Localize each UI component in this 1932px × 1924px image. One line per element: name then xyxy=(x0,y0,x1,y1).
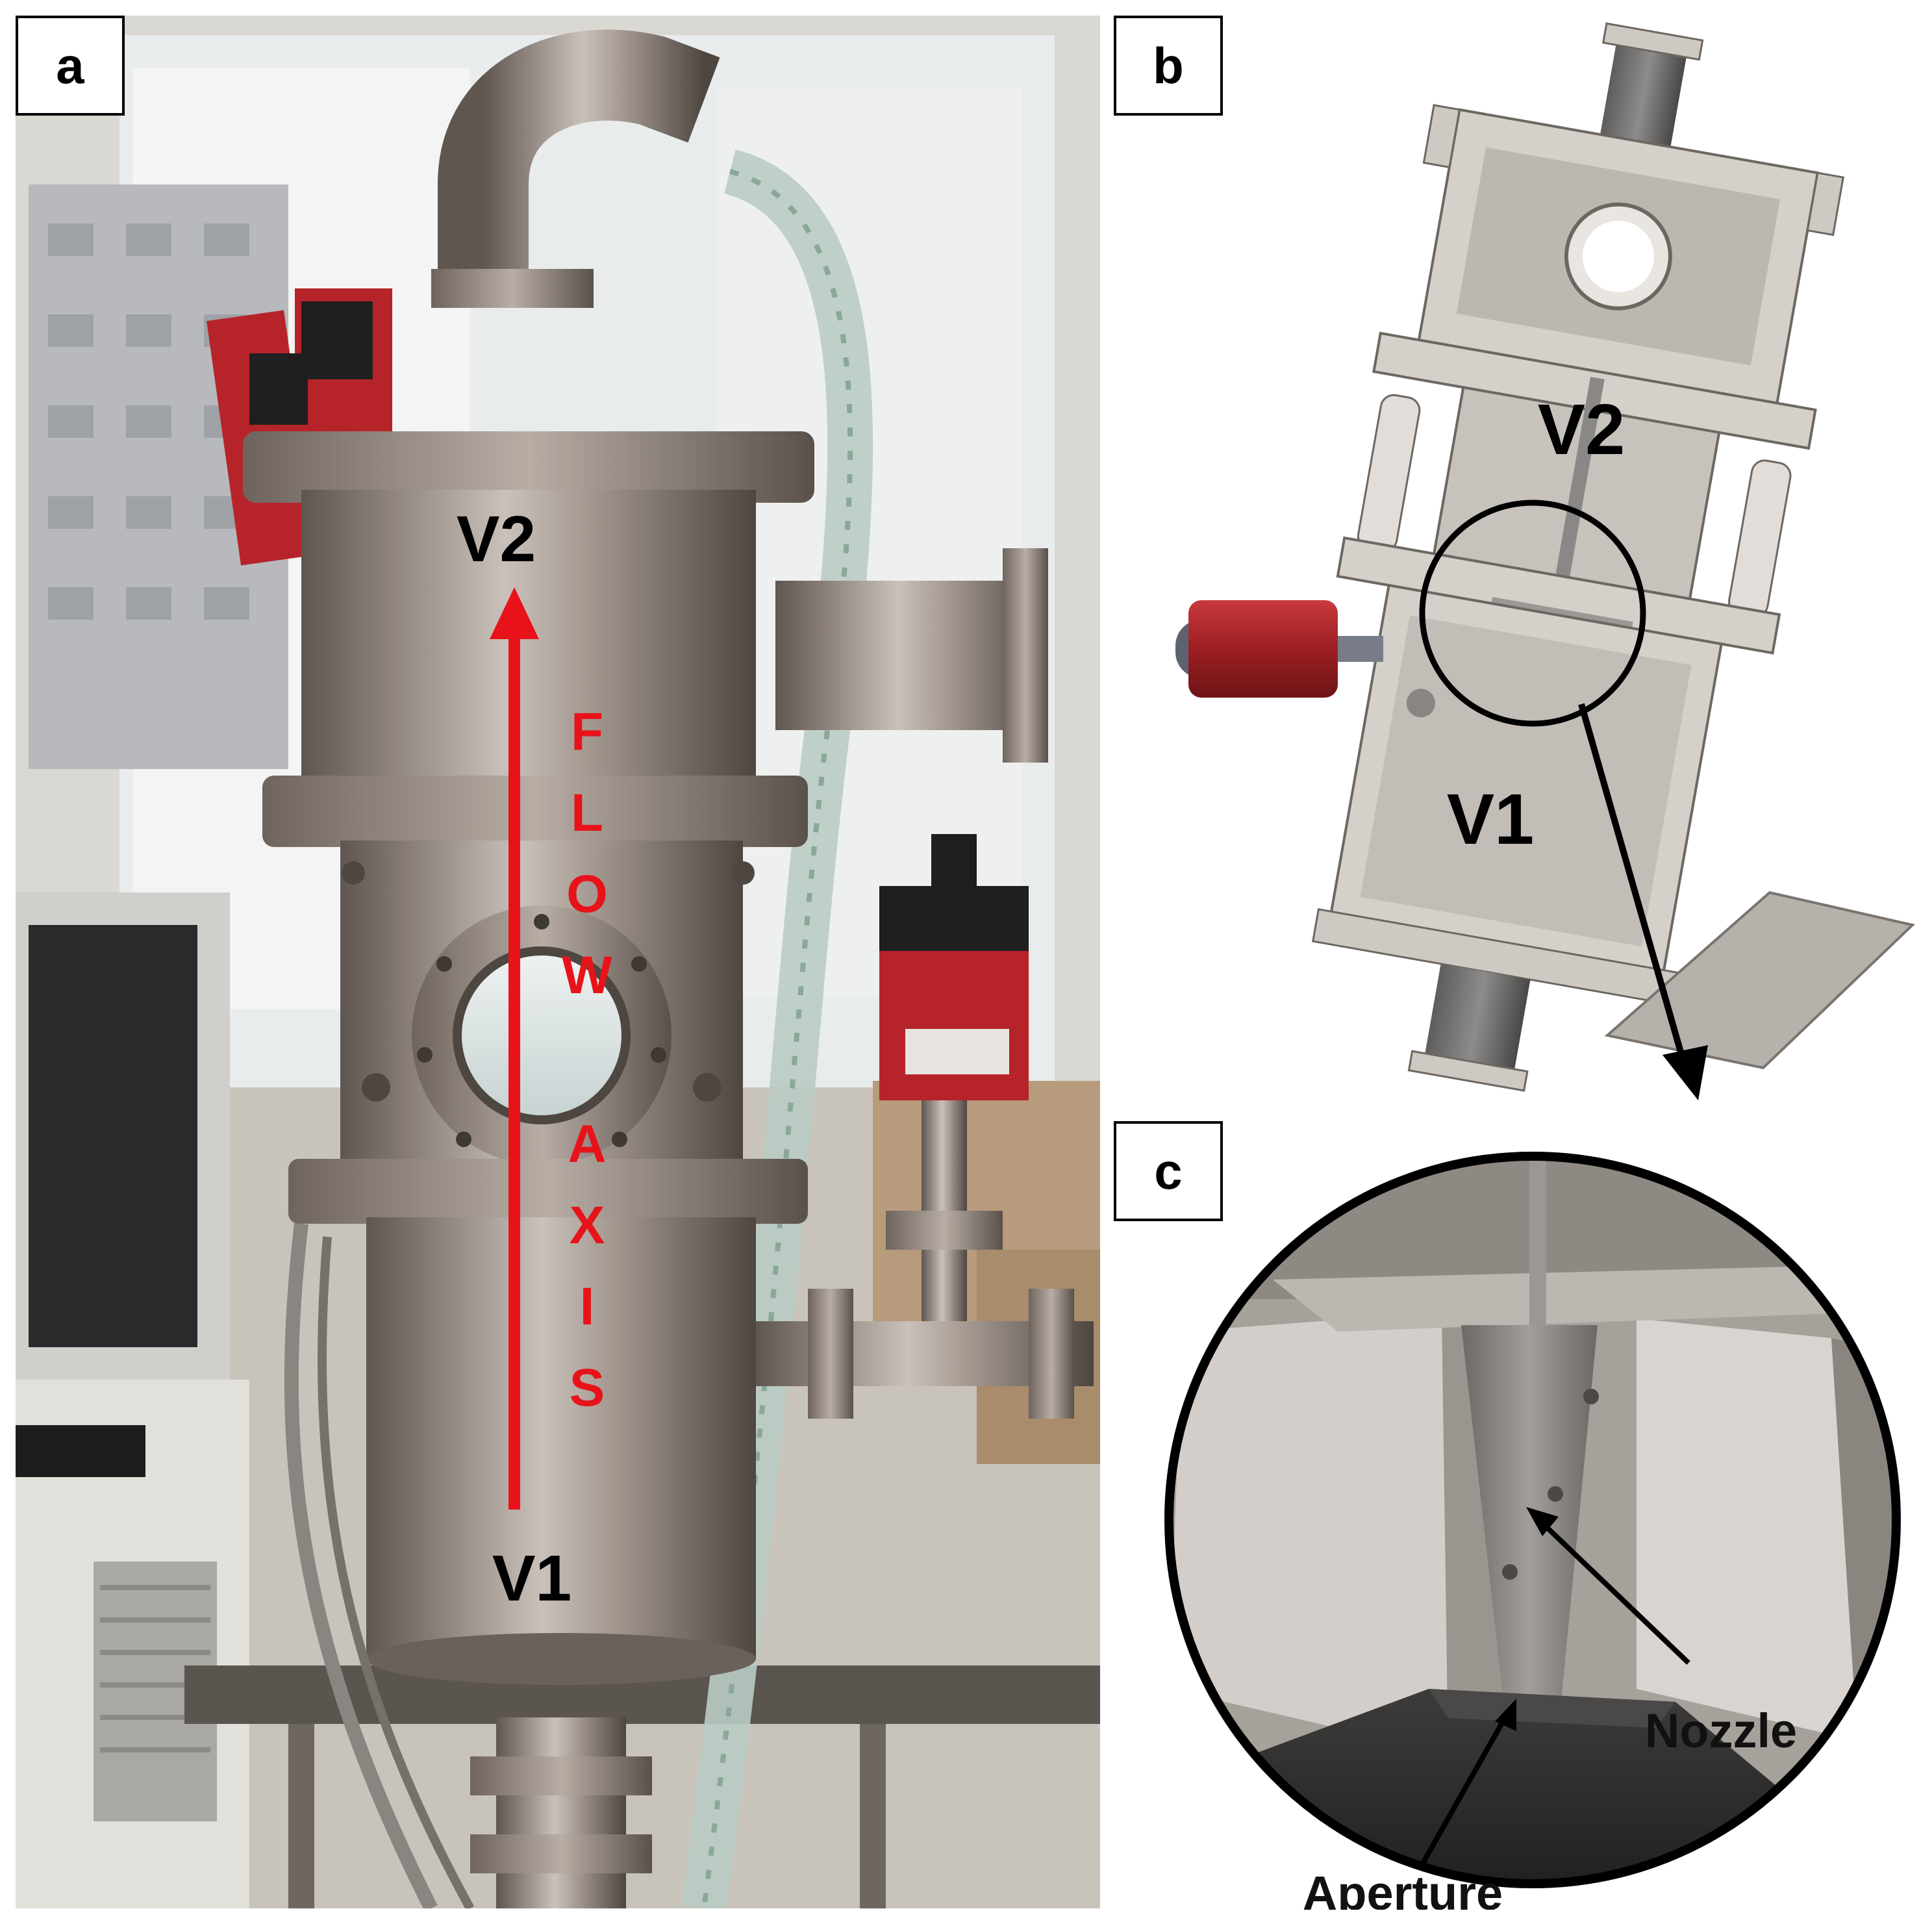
panel-b-v1-label: V1 xyxy=(1447,779,1535,859)
panel-b-tag: b xyxy=(1114,16,1223,116)
flow-letter: S xyxy=(570,1358,605,1417)
chamber-photo-illustration: F L O W A X I S V2 V1 xyxy=(16,16,1100,1908)
panel-a-tag: a xyxy=(16,16,125,116)
panel-a-photo: F L O W A X I S V2 V1 a xyxy=(16,16,1100,1908)
aperture-label: Aperture xyxy=(1303,1866,1503,1910)
panel-c-zoom: Nozzle Aperture xyxy=(1164,1152,1901,1910)
flow-letter: I xyxy=(580,1277,595,1336)
zoom-circle xyxy=(1419,500,1646,727)
flow-letter: X xyxy=(570,1196,605,1255)
flow-letter: W xyxy=(562,946,612,1005)
panel-b-v2-label: V2 xyxy=(1538,390,1625,470)
panel-a-v2-label: V2 xyxy=(457,503,536,576)
nozzle-label: Nozzle xyxy=(1645,1704,1797,1758)
flow-axis-arrowhead xyxy=(490,587,539,639)
panel-c-tag: c xyxy=(1114,1121,1223,1221)
zoom-frame xyxy=(1164,1152,1901,1888)
flow-letter: L xyxy=(571,783,603,842)
flow-letter: A xyxy=(568,1115,606,1174)
panel-b-cad: V2 V1 b xyxy=(1114,16,1916,1100)
panel-a-v1-label: V1 xyxy=(492,1542,571,1615)
flow-letter: O xyxy=(566,865,608,924)
cad-section-illustration: V2 V1 xyxy=(1175,22,1916,1100)
flow-letter: F xyxy=(571,702,603,761)
